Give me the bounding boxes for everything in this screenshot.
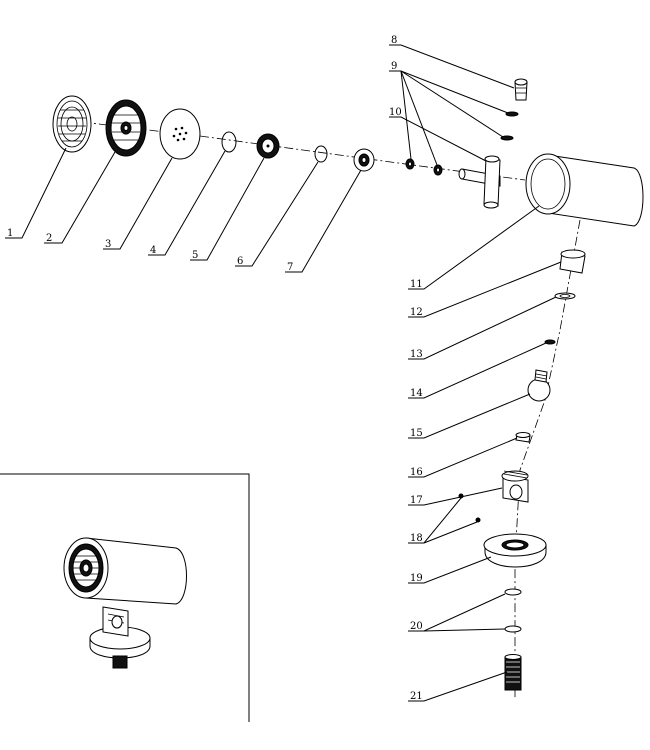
part-12-sleeve — [559, 249, 586, 274]
leader-lines-top-right — [389, 44, 515, 166]
part-label-4: 4 — [150, 245, 156, 256]
part-label-10: 10 — [389, 107, 402, 118]
part-13-washer — [554, 292, 576, 300]
leader-lines-right — [408, 205, 562, 702]
part-label-15: 15 — [410, 428, 423, 439]
part-label-7: 7 — [287, 262, 293, 273]
part-16-bushing — [515, 432, 531, 443]
part-label-13: 13 — [410, 349, 423, 360]
part-label-16: 16 — [410, 467, 423, 478]
part-19-mounting-flange — [483, 533, 547, 568]
part-6-o-ring — [314, 145, 328, 163]
center-line-vertical — [514, 219, 581, 700]
part-18-screws — [458, 493, 481, 523]
center-line-horizontal — [81, 121, 526, 181]
part-labels: 1 2 3 4 5 6 7 8 9 10 11 12 13 14 15 16 1… — [7, 35, 423, 702]
part-label-21: 21 — [410, 691, 423, 702]
part-label-2: 2 — [46, 233, 52, 244]
part-label-3: 3 — [105, 239, 111, 250]
part-label-9: 9 — [391, 61, 397, 72]
part-8-cap-screw — [514, 78, 528, 101]
part-1-front-grille — [52, 95, 92, 153]
part-14-small-ring — [544, 339, 556, 345]
inset-swivel — [102, 606, 129, 637]
part-label-11: 11 — [410, 279, 423, 290]
inset-housing — [63, 537, 187, 605]
part-label-20: 20 — [410, 621, 423, 632]
part-label-1: 1 — [7, 228, 13, 239]
part-label-19: 19 — [410, 573, 423, 584]
part-5-lens-holder — [256, 133, 280, 159]
part-10-t-connector — [458, 155, 501, 209]
part-label-14: 14 — [410, 388, 423, 399]
inset-threaded-stub — [112, 655, 128, 669]
part-9-top-washers — [500, 111, 519, 141]
part-7-led-module — [353, 148, 375, 172]
assembled-view-inset — [0, 473, 250, 722]
part-label-17: 17 — [410, 495, 423, 506]
part-11-housing — [525, 153, 644, 227]
part-label-12: 12 — [410, 307, 423, 318]
part-15-ball-joint — [527, 369, 551, 402]
part-9-washers — [405, 158, 443, 176]
part-21-threaded-connector — [504, 654, 522, 691]
part-20-washers — [504, 588, 522, 633]
part-label-18: 18 — [410, 533, 423, 544]
part-2-grille-ring — [105, 99, 147, 157]
part-label-6: 6 — [237, 256, 243, 267]
leader-lines-left — [5, 147, 362, 273]
part-4-o-ring — [221, 131, 237, 153]
part-label-8: 8 — [391, 35, 397, 46]
part-label-5: 5 — [192, 250, 198, 261]
part-17-swivel-base — [501, 470, 529, 503]
part-3-diffuser-disc — [159, 108, 201, 160]
